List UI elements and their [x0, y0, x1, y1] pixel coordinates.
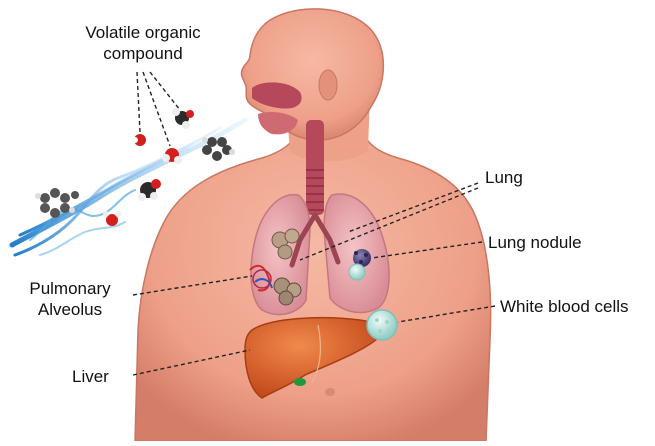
- alveolus-label-line1: Pulmonary: [10, 278, 130, 299]
- molecule-4: [202, 137, 235, 161]
- lung-nodule-label: Lung nodule: [488, 232, 582, 253]
- lung-label: Lung: [485, 167, 523, 188]
- alveolus-label: Pulmonary Alveolus: [10, 278, 130, 320]
- alveolus-label-line2: Alveolus: [10, 299, 130, 320]
- molecule-7: [103, 211, 121, 226]
- molecule-3: [172, 108, 194, 129]
- ear: [319, 70, 337, 100]
- voc-leader-3: [150, 72, 180, 110]
- voc-leader-2: [143, 72, 170, 146]
- white-blood-cell: [367, 310, 397, 340]
- voc-label-line2: compound: [58, 43, 228, 64]
- molecule-5: [138, 179, 161, 201]
- human-torso: [135, 9, 491, 441]
- molecule-1: [132, 134, 146, 146]
- gallbladder: [294, 378, 306, 386]
- voc-leader-1: [137, 72, 140, 132]
- white-blood-cells-label: White blood cells: [500, 296, 629, 317]
- lung-white-cell: [349, 264, 365, 280]
- voc-label-line1: Volatile organic: [58, 22, 228, 43]
- voc-label: Volatile organic compound: [58, 22, 228, 64]
- liver-label: Liver: [72, 366, 109, 387]
- trachea: [306, 120, 324, 215]
